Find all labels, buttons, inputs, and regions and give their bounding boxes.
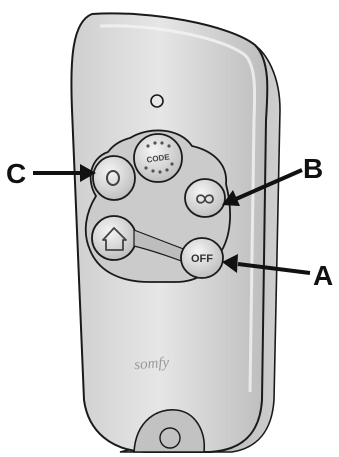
home-button[interactable] [92, 216, 136, 260]
button-a[interactable]: OFF [181, 238, 223, 278]
label-c: C [6, 160, 26, 188]
off-icon: OFF [191, 253, 213, 265]
label-a: A [313, 262, 333, 290]
brand-logo: somfy [134, 355, 170, 373]
code-button[interactable]: CODE [134, 134, 182, 182]
led-dot-icon [151, 95, 163, 107]
label-b: B [303, 155, 323, 183]
button-c[interactable] [93, 156, 135, 200]
off-button-text: OFF [191, 253, 213, 265]
button-b[interactable] [185, 179, 225, 217]
